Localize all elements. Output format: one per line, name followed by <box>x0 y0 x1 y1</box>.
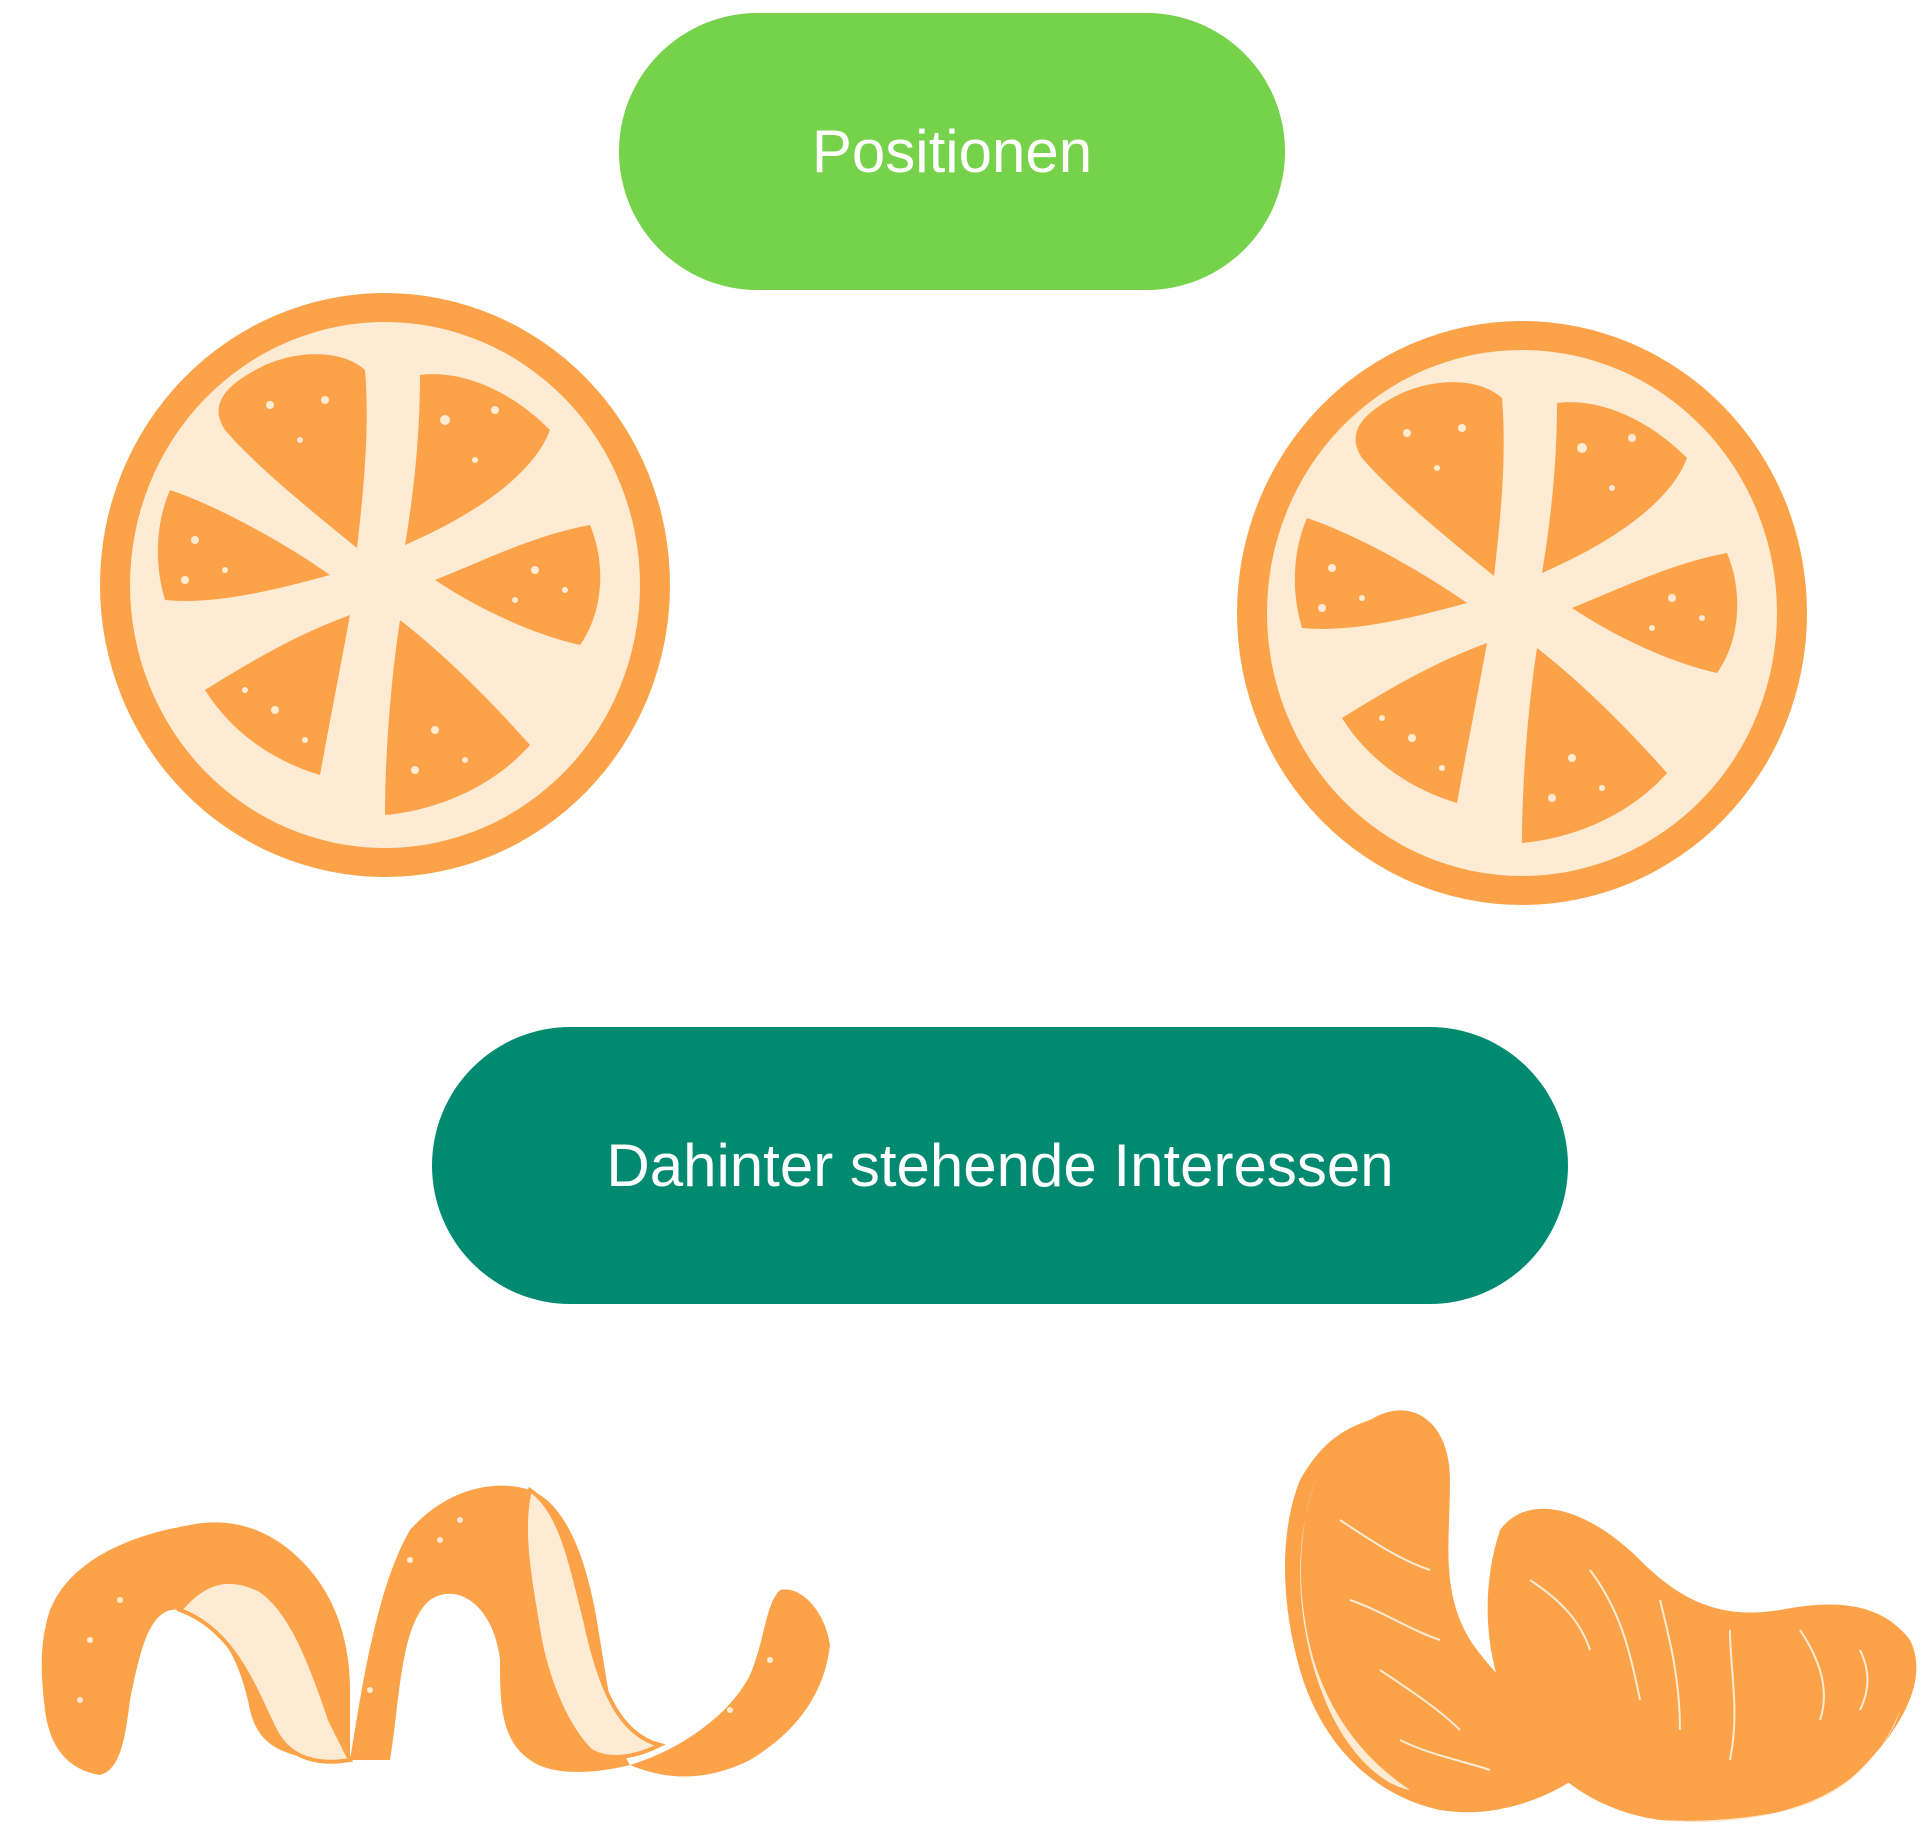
interests-label-box: Dahinter stehende Interessen <box>432 1027 1568 1304</box>
orange-peel-icon <box>30 1460 830 1790</box>
orange-segments-icon <box>1260 1400 1927 1828</box>
positions-label: Positionen <box>812 117 1092 186</box>
orange-slice-icon <box>95 290 675 880</box>
positions-label-box: Positionen <box>619 13 1285 290</box>
orange-slice-icon <box>1232 318 1812 908</box>
interests-label: Dahinter stehende Interessen <box>606 1131 1393 1200</box>
